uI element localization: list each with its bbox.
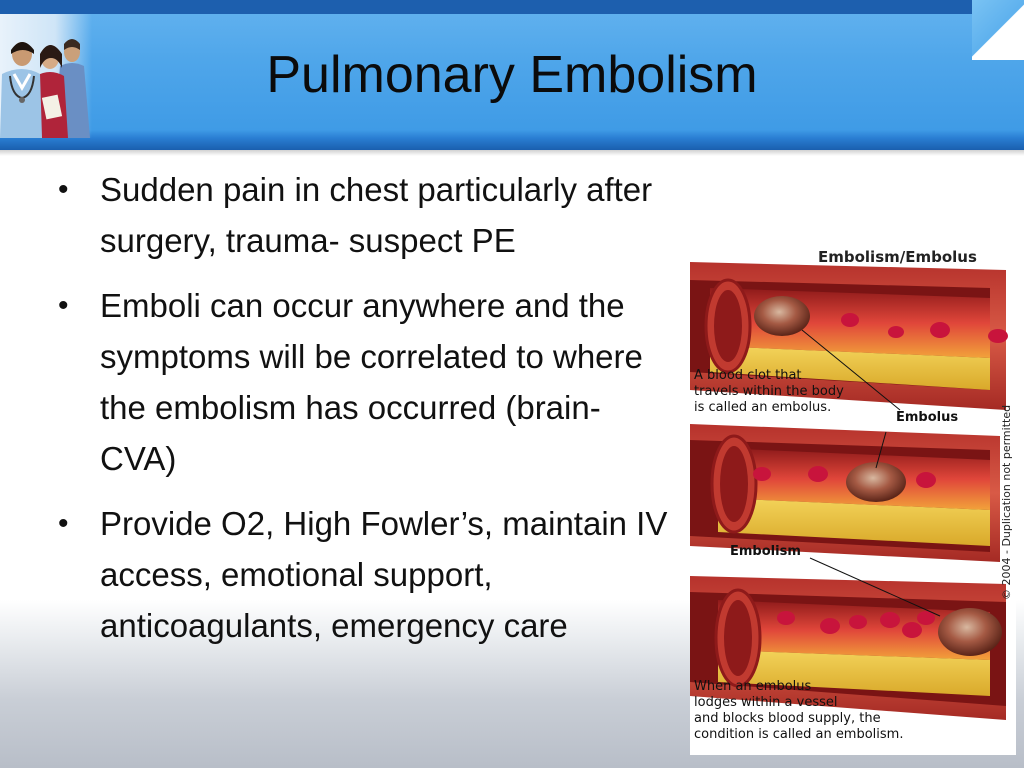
- header-page-fold: [972, 0, 1024, 60]
- label-embolism: Embolism: [730, 544, 801, 559]
- bullet-marker: •: [58, 507, 69, 540]
- bullet-text: Emboli can occur anywhere and the sympto…: [100, 287, 643, 477]
- bullet-marker: •: [58, 173, 69, 206]
- caption-line: lodges within a vessel: [694, 695, 838, 710]
- bullet-item: • Emboli can occur anywhere and the symp…: [58, 280, 678, 484]
- header-shadow: [0, 150, 1024, 156]
- bullet-item: • Provide O2, High Fowler’s, maintain IV…: [58, 498, 678, 651]
- caption-line: travels within the body: [694, 384, 844, 399]
- figure-copyright: © 2004 - Duplication not permitted: [1000, 404, 1013, 600]
- caption-line: condition is called an embolism.: [694, 727, 904, 742]
- bullet-list: • Sudden pain in chest particularly afte…: [58, 164, 678, 665]
- caption-line: A blood clot that: [694, 368, 802, 383]
- vessel-1: [690, 262, 1008, 411]
- caption-line: When an embolus: [694, 679, 812, 694]
- figure-title: Embolism/Embolus: [818, 248, 977, 266]
- vessel-3: [690, 557, 1006, 720]
- blood-vessel-illustration: [690, 262, 1008, 720]
- bullet-text: Sudden pain in chest particularly after …: [100, 171, 653, 259]
- header-band: [0, 0, 1024, 150]
- caption-line: is called an embolus.: [694, 400, 832, 415]
- medical-staff-photo: [0, 14, 92, 138]
- embolism-figure: [690, 240, 1016, 755]
- label-embolus: Embolus: [896, 410, 959, 425]
- figure-caption-top: A blood clot that travels within the bod…: [694, 368, 844, 416]
- bullet-item: • Sudden pain in chest particularly afte…: [58, 164, 678, 266]
- bullet-text: Provide O2, High Fowler’s, maintain IV a…: [100, 505, 668, 644]
- caption-line: and blocks blood supply, the: [694, 711, 881, 726]
- medical-staff-icon: [0, 39, 90, 138]
- figure-caption-bottom: When an embolus lodges within a vessel a…: [694, 679, 903, 743]
- slide-title: Pulmonary Embolism: [266, 46, 758, 104]
- vessel-2: [690, 424, 1000, 562]
- bullet-marker: •: [58, 289, 69, 322]
